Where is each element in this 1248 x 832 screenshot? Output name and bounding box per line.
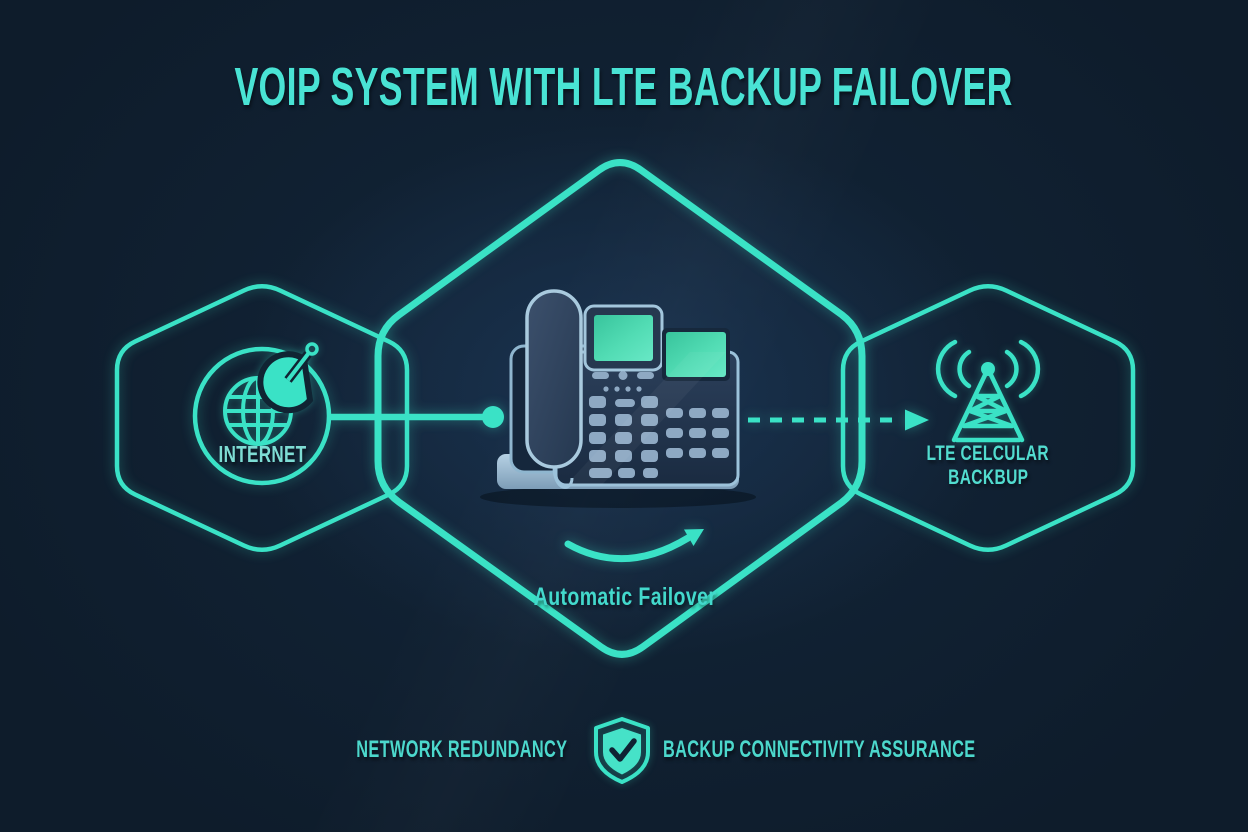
failover-caption: Automatic Failover [533,583,717,611]
handset-cord [552,465,574,489]
internet-node-label: INTERNET [217,441,307,467]
failover-arrowhead [684,529,704,546]
phone-side-keys [666,408,729,458]
phone-shadow [480,486,756,508]
footer-left-label: NETWORK REDUNDANCY [355,736,567,763]
top-display-screen [594,315,653,361]
hexagon-internet [114,284,410,552]
phone-keypad [589,371,658,478]
backup-link-arrowhead [905,409,929,431]
radio-waves-left [935,339,972,399]
globe-satellite-icon [223,342,319,446]
cell-tower-icon [935,339,1041,443]
footer-right-label: BACKUP CONNECTIVITY ASSURANCE [663,736,976,763]
voip-desk-phone-illustration [480,289,756,508]
tower-lattice [951,372,1025,443]
phone-handset [525,289,583,469]
lte-node-label-line2: BACKBUP [947,466,1029,489]
page-title: VOIP SYSTEM WITH LTE BACKUP FAILOVER [234,57,1014,117]
radio-waves-right [1004,339,1041,399]
primary-link-endpoint-dot [482,406,504,428]
failover-arrow [564,534,692,563]
phone-gloss [566,352,726,485]
lte-node-label-line1: LTE CELCULAR [926,442,1050,465]
side-display-screen [666,332,726,377]
shield-check-icon [594,717,650,784]
hexagon-phone [374,159,866,658]
